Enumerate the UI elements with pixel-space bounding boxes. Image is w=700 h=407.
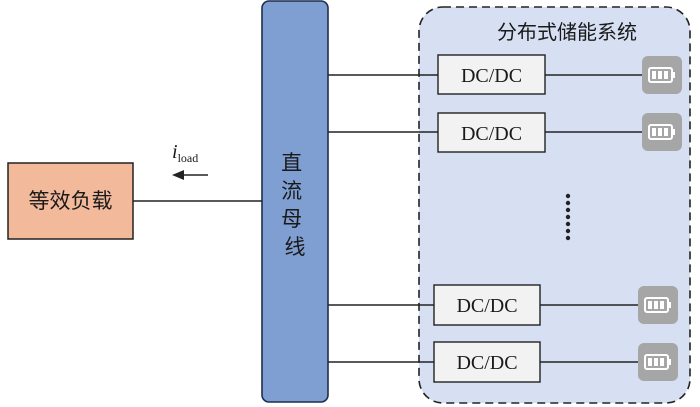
battery-icon	[638, 343, 678, 381]
converter-1-label: DC/DC	[461, 65, 522, 87]
load-current-arrow-icon	[172, 170, 208, 180]
converter-4-label: DC/DC	[456, 352, 517, 374]
converter-3: DC/DC	[433, 284, 541, 326]
converter-4: DC/DC	[433, 341, 541, 383]
battery-icon	[642, 113, 682, 151]
equivalent-load-label: 等效负载	[29, 189, 113, 213]
vertical-dots-icon	[565, 193, 571, 241]
battery-icon	[642, 56, 682, 94]
load-current-label: iload	[172, 141, 198, 165]
dc-bus-label: 直 流 母 线	[281, 151, 309, 259]
converter-2-label: DC/DC	[461, 123, 522, 145]
equivalent-load-box	[7, 162, 134, 240]
battery-icon	[638, 286, 678, 324]
converter-1: DC/DC	[437, 54, 546, 95]
converter-2: DC/DC	[437, 112, 546, 153]
converter-3-label: DC/DC	[456, 295, 517, 317]
storage-system-title: 分布式储能系统	[497, 20, 637, 44]
